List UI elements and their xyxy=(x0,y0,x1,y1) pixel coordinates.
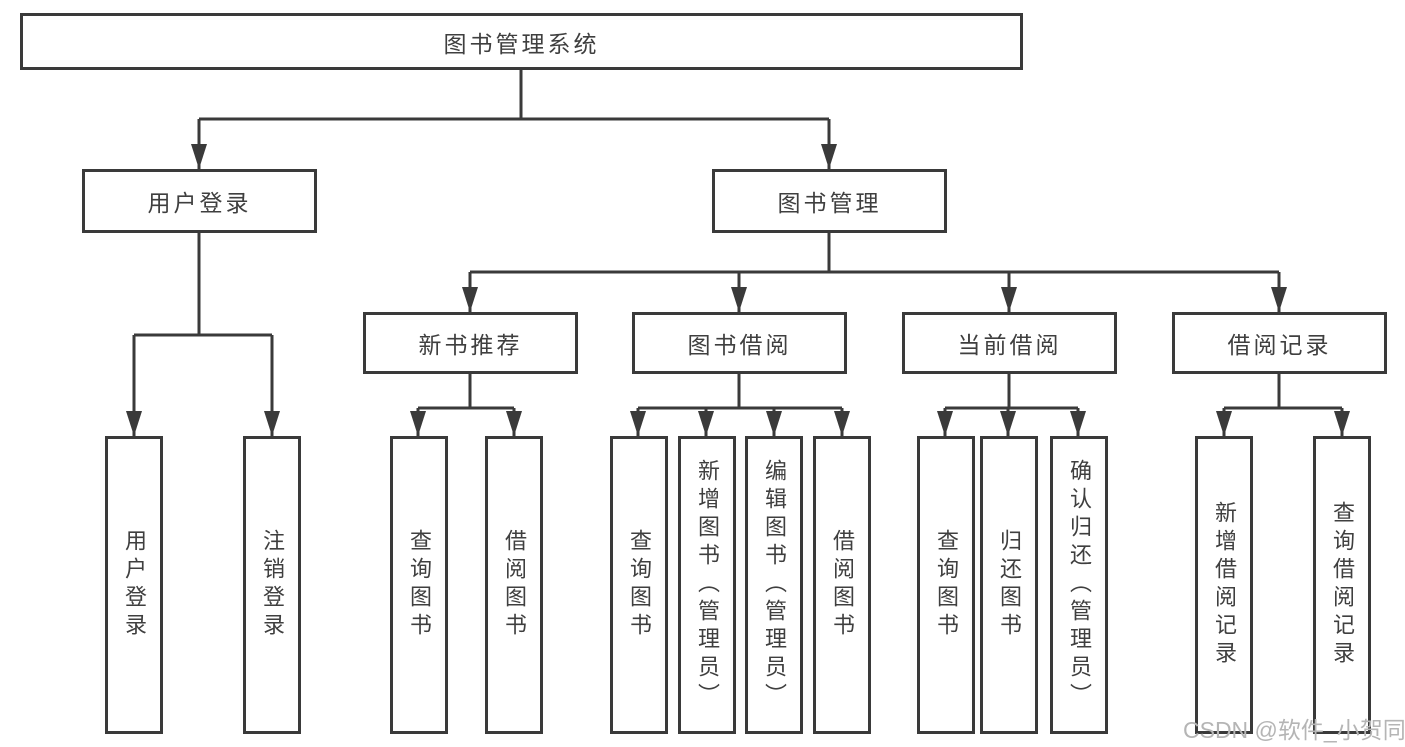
leaf-borrow-book-recommend: 借阅图书 xyxy=(485,436,543,734)
node-user-login-label: 用户登录 xyxy=(147,190,252,216)
leaf-borrow-book-label: 借阅图书 xyxy=(830,529,855,641)
leaf-borrow-book: 借阅图书 xyxy=(813,436,871,734)
root-node-label: 图书管理系统 xyxy=(443,30,600,57)
leaf-add-borrow-record-label: 新增借阅记录 xyxy=(1212,501,1237,669)
leaf-confirm-return-admin-label: 确认归还（管理员） xyxy=(1067,459,1092,711)
node-borrow-records-label: 借阅记录 xyxy=(1227,332,1332,358)
leaf-edit-book-admin-label: 编辑图书（管理员） xyxy=(762,459,787,711)
leaf-return-book: 归还图书 xyxy=(980,436,1038,734)
node-book-management-label: 图书管理 xyxy=(777,190,882,216)
arrowheads xyxy=(126,144,1350,436)
leaf-logout: 注销登录 xyxy=(243,436,301,734)
node-book-management: 图书管理 xyxy=(712,169,947,233)
leaf-edit-book-admin: 编辑图书（管理员） xyxy=(745,436,803,734)
leaf-query-book-borrow-label: 查询图书 xyxy=(627,529,652,641)
leaf-query-borrow-record: 查询借阅记录 xyxy=(1313,436,1371,734)
leaf-user-login: 用户登录 xyxy=(105,436,163,734)
root-node: 图书管理系统 xyxy=(20,13,1023,70)
leaf-query-book-current-label: 查询图书 xyxy=(934,529,959,641)
leaf-query-book-current: 查询图书 xyxy=(917,436,975,734)
node-new-book-recommend: 新书推荐 xyxy=(363,312,578,374)
node-current-borrow: 当前借阅 xyxy=(902,312,1117,374)
leaf-query-book-borrow: 查询图书 xyxy=(610,436,668,734)
csdn-watermark: CSDN @软件_小贺同学 xyxy=(1183,717,1405,743)
node-current-borrow-label: 当前借阅 xyxy=(957,332,1062,358)
leaf-return-book-label: 归还图书 xyxy=(997,529,1022,641)
leaf-query-book-recommend: 查询图书 xyxy=(390,436,448,734)
leaf-add-book-admin-label: 新增图书（管理员） xyxy=(695,459,720,711)
leaf-borrow-book-recommend-label: 借阅图书 xyxy=(502,529,527,641)
node-user-login: 用户登录 xyxy=(82,169,317,233)
leaf-logout-label: 注销登录 xyxy=(260,529,285,641)
leaf-confirm-return-admin: 确认归还（管理员） xyxy=(1050,436,1108,734)
leaf-user-login-label: 用户登录 xyxy=(122,529,147,641)
leaf-add-book-admin: 新增图书（管理员） xyxy=(678,436,736,734)
node-borrow-records: 借阅记录 xyxy=(1172,312,1387,374)
leaf-add-borrow-record: 新增借阅记录 xyxy=(1195,436,1253,734)
leaf-query-book-recommend-label: 查询图书 xyxy=(407,529,432,641)
node-new-book-recommend-label: 新书推荐 xyxy=(418,332,523,358)
node-book-borrow-label: 图书借阅 xyxy=(687,332,792,358)
leaf-query-borrow-record-label: 查询借阅记录 xyxy=(1330,501,1355,669)
node-book-borrow: 图书借阅 xyxy=(632,312,847,374)
